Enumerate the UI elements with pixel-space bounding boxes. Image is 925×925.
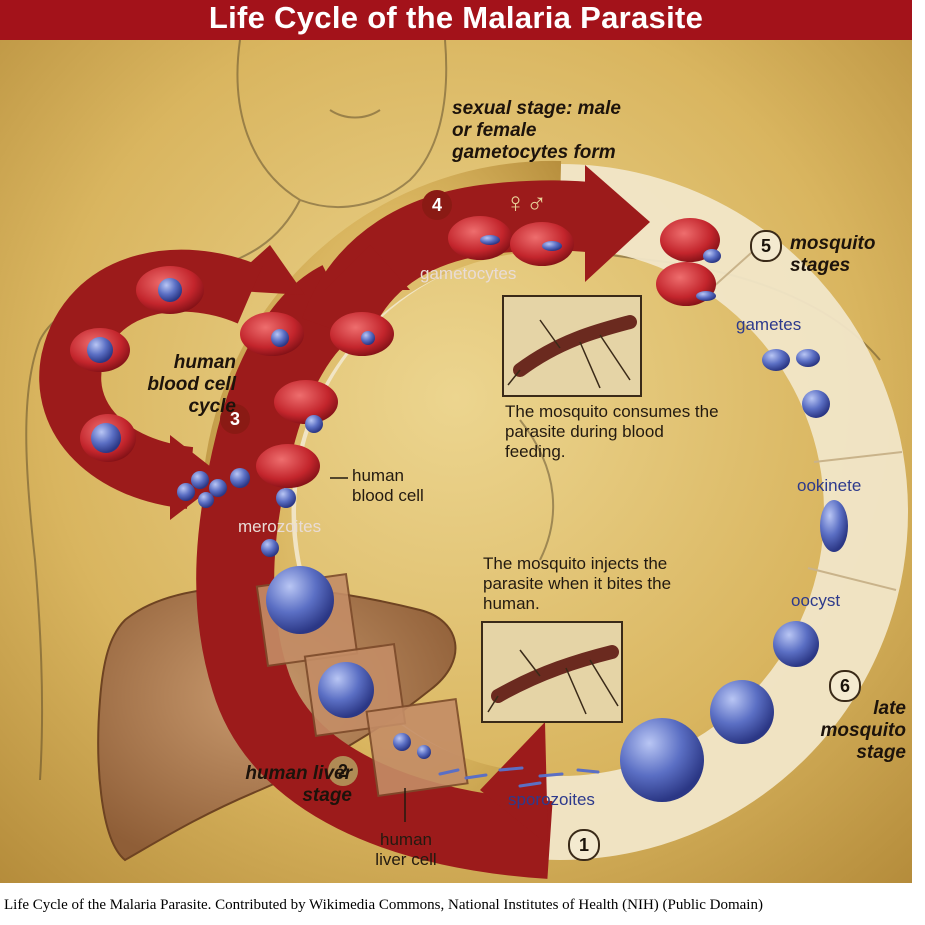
mosquito-biting-inset (481, 621, 623, 723)
gender-symbols: ♀♂ (505, 187, 547, 218)
merozoites-label: merozoites (238, 517, 322, 536)
malaria-life-cycle-figure: Life Cycle of the Malaria Parasite 1 2 3… (0, 0, 912, 883)
mosquito-consumes-note: The mosquito consumes the parasite durin… (505, 402, 719, 461)
step-3-badge: 3 (220, 404, 250, 434)
blood-cycle-label: human blood cell cycle (147, 352, 236, 417)
gametocyte-arrowhead (585, 165, 650, 282)
parasites (87, 235, 848, 802)
title-bar: Life Cycle of the Malaria Parasite (0, 0, 912, 40)
gametocytes-label: gametocytes (420, 264, 517, 283)
sexual-stage-label: sexual stage: male or female gametocytes… (452, 98, 621, 163)
human-blood-cell-label: human blood cell (352, 466, 424, 505)
late-mosquito-stage-label: late mosquito stage (820, 698, 907, 763)
oocyst-label: oocyst (791, 591, 841, 610)
step-4-badge: 4 (422, 190, 452, 220)
figure-caption: Life Cycle of the Malaria Parasite. Cont… (4, 897, 763, 913)
sporozoite-arrowhead (480, 722, 548, 845)
gametes-label: gametes (736, 315, 802, 334)
step-2-badge: 2 (328, 756, 358, 786)
sporozoites-label: sporozoites (508, 790, 595, 809)
step-1-badge: 1 (568, 829, 600, 861)
mosquito-stages-label: mosquito stages (790, 233, 876, 276)
diagram-artwork (0, 0, 912, 883)
arrowhead-up-right (325, 245, 410, 290)
step-6-badge: 6 (829, 670, 861, 702)
liver-stage-label: human liver stage (245, 763, 352, 806)
human-liver-cell-label: human liver cell (375, 830, 437, 869)
pointer-lines (330, 477, 406, 822)
blood-liver-arrow (196, 265, 553, 879)
mosquito-injects-note: The mosquito injects the parasite when i… (483, 554, 672, 613)
step-5-badge: 5 (750, 230, 782, 262)
sporozoite-strands (438, 766, 600, 788)
mosquito-feeding-inset (502, 295, 642, 397)
page-title: Life Cycle of the Malaria Parasite (208, 0, 704, 35)
ookinete-label: ookinete (797, 476, 862, 495)
